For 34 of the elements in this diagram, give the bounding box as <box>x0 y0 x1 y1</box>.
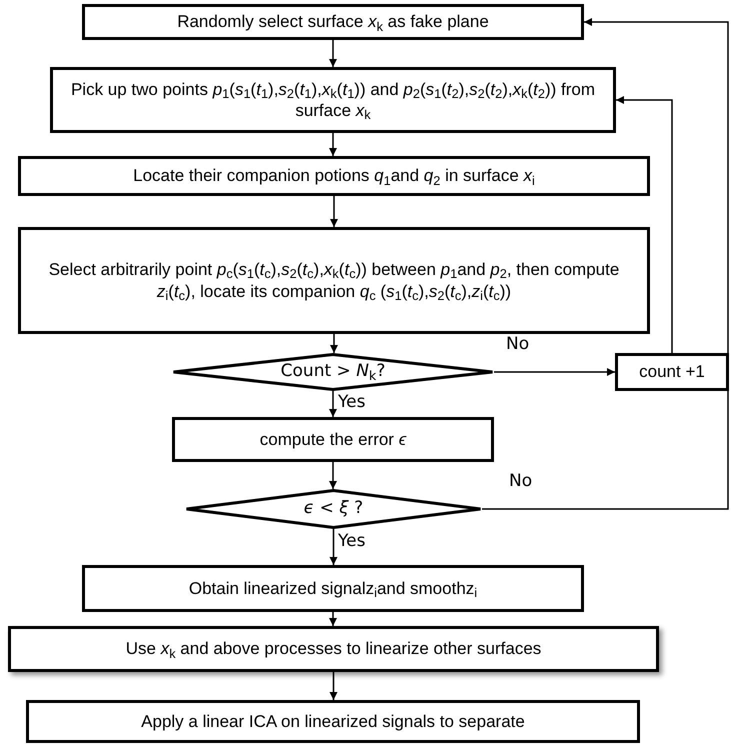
arrow <box>330 196 338 227</box>
arrow <box>494 368 615 376</box>
node-text: Locate their companion potions q$_{1}$and q$_{2}$ in surface x$_{i}$ <box>132 165 536 187</box>
process-box <box>615 353 729 391</box>
node-text: compute the error ϵ <box>258 428 408 450</box>
process-box <box>172 417 494 462</box>
arrow <box>329 40 337 67</box>
node-text: Pick up two points p$_{1}$(s$_{1}$(t$_{1}$),s$_{2}$(t$_{1}$),x$_{k}$(t$_{1}$)) and p$_{2}$(s$_{1}$(t$_{2}$),s$_{2}$(t$_{2}$),x$_{k}$(t$_{2}$)) from surface x$_{k}$ <box>70 78 596 122</box>
process-box <box>18 227 650 334</box>
node-text: Obtain linearized signalz$_{i}$and smoothz$_{i}$ <box>188 578 478 600</box>
arrow <box>329 133 337 156</box>
arrow <box>330 672 338 700</box>
arrow <box>616 96 673 353</box>
process-box <box>8 626 659 672</box>
node-text: count +1 <box>638 361 706 383</box>
node-text: Use x$_{k}$ and above processes to linearize other surfaces <box>124 638 542 660</box>
node-text: ϵ < ξ ? <box>302 498 364 520</box>
arrow <box>482 18 729 510</box>
decision-diamond <box>185 489 482 529</box>
process-box <box>26 700 640 743</box>
process-box <box>18 156 650 196</box>
arrow <box>329 391 337 417</box>
arrow <box>329 462 337 489</box>
node-text: Select arbitrarily point p$_{c}$(s$_{1}$(t$_{c}$),s$_{2}$(t$_{c}$),x$_{k}$(t$_{c}$)) between p$_{1}$and p$_{2}$, then compute z$_{i}$(t$_{c}$), locate its companion q$_{c}$ (s$_{1}$(t$_{c}$),s$_{2}$(t$_{c}$),z$_{i}$(t$_{c}$)) <box>48 259 620 302</box>
arrow <box>330 334 338 353</box>
node-text: Apply a linear ICA on linearized signals to separate <box>140 710 526 732</box>
process-box <box>50 67 616 133</box>
node-text: Randomly select surface x$_{k}$ as fake plane <box>176 11 490 33</box>
node-text: Count > N$_{k}$? <box>280 361 386 383</box>
arrow <box>329 612 337 626</box>
process-box <box>82 4 584 40</box>
process-box <box>82 565 584 612</box>
arrow <box>330 529 338 565</box>
decision-diamond <box>172 353 494 391</box>
